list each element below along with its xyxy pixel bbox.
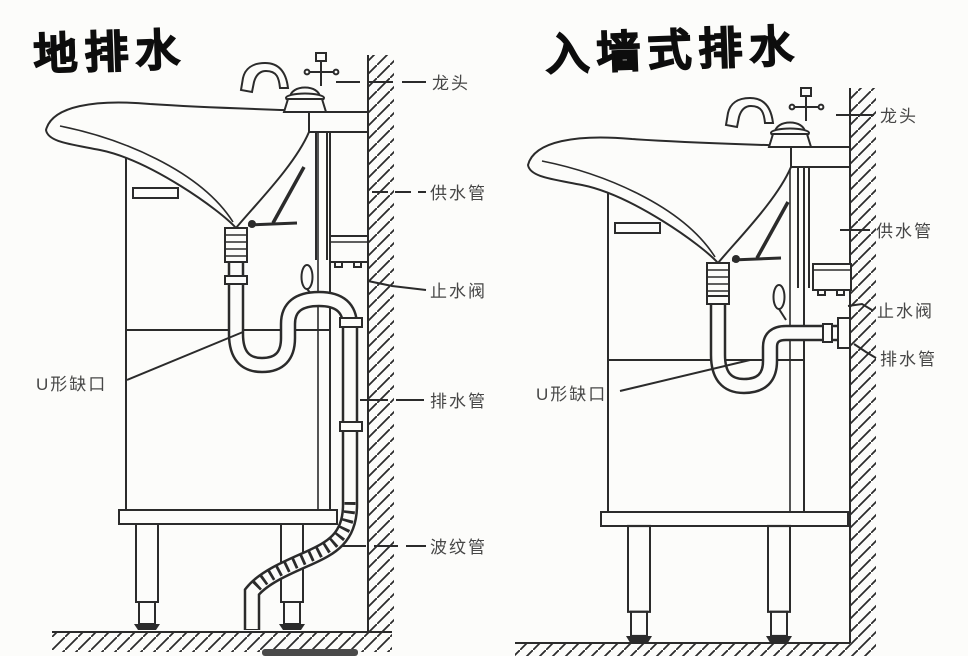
label-supply-pipe: 供水管: [876, 222, 933, 241]
pipe-coupling: [224, 275, 248, 285]
right-diagram-inwall-drainage: 龙头 供水管 止水阀 排水管 U形缺口 入墙式排水: [515, 21, 937, 656]
cabinet-handle: [614, 222, 661, 234]
leader-line: [367, 280, 427, 291]
leader-line: [853, 343, 877, 359]
stop-valve-handle: [300, 264, 314, 290]
faucet: [240, 52, 340, 113]
pipe-coupling: [822, 323, 833, 343]
left-diagram-floor-drainage: 龙头 供水管 止水阀 U形缺口 排水管 波纹管 地排水: [32, 25, 487, 652]
supply-outlet-box: [812, 263, 852, 296]
label-u-notch: U形缺口: [536, 385, 607, 404]
cabinet-leg: [624, 524, 654, 644]
leader-line: [126, 331, 244, 381]
popup-rod: [731, 201, 790, 263]
label-faucet: 龙头: [432, 74, 470, 93]
cabinet-handle: [132, 187, 179, 199]
right-title: 入墙式排水: [545, 22, 802, 80]
label-drain-pipe: 排水管: [430, 392, 487, 411]
stop-valve-handle: [772, 284, 786, 310]
cabinet-leg: [764, 524, 794, 644]
popup-rod: [247, 166, 306, 228]
label-faucet: 龙头: [880, 107, 918, 126]
wall-flange: [837, 317, 851, 349]
cabinet-base-rail: [118, 509, 338, 525]
cabinet-base-rail: [600, 511, 849, 527]
cabinet-leg: [133, 523, 161, 631]
label-stop-valve: 止水阀: [877, 302, 934, 321]
supply-outlet-box: [329, 235, 369, 268]
leader-line: [619, 359, 751, 392]
drain-assembly: [227, 256, 363, 630]
label-supply-pipe: 供水管: [430, 184, 487, 203]
pipe-coupling: [339, 421, 363, 432]
wall-hatching: [850, 88, 876, 656]
water-supply-assembly: [772, 167, 852, 321]
drain-assembly: [709, 291, 851, 395]
left-title: 地排水: [33, 26, 188, 80]
floor-hatching: [515, 643, 850, 656]
pipe-coupling: [706, 295, 730, 305]
label-corrugated-pipe: 波纹管: [430, 538, 487, 557]
floor-hatching: [52, 632, 392, 652]
label-drain-pipe: 排水管: [880, 350, 937, 369]
wall-hatching: [368, 55, 394, 632]
label-stop-valve: 止水阀: [430, 282, 487, 301]
label-u-notch: U形缺口: [36, 375, 107, 394]
scan-artifact-bar: [262, 649, 358, 656]
drain-tailpiece: [224, 227, 248, 263]
faucet: [725, 87, 825, 148]
right-labels: 龙头 供水管 止水阀 排水管 U形缺口: [536, 107, 937, 404]
left-labels: 龙头 供水管 止水阀 U形缺口 排水管 波纹管: [36, 74, 487, 557]
drain-tailpiece: [706, 262, 730, 298]
pipe-coupling: [339, 317, 363, 328]
leader-line: [847, 302, 873, 311]
